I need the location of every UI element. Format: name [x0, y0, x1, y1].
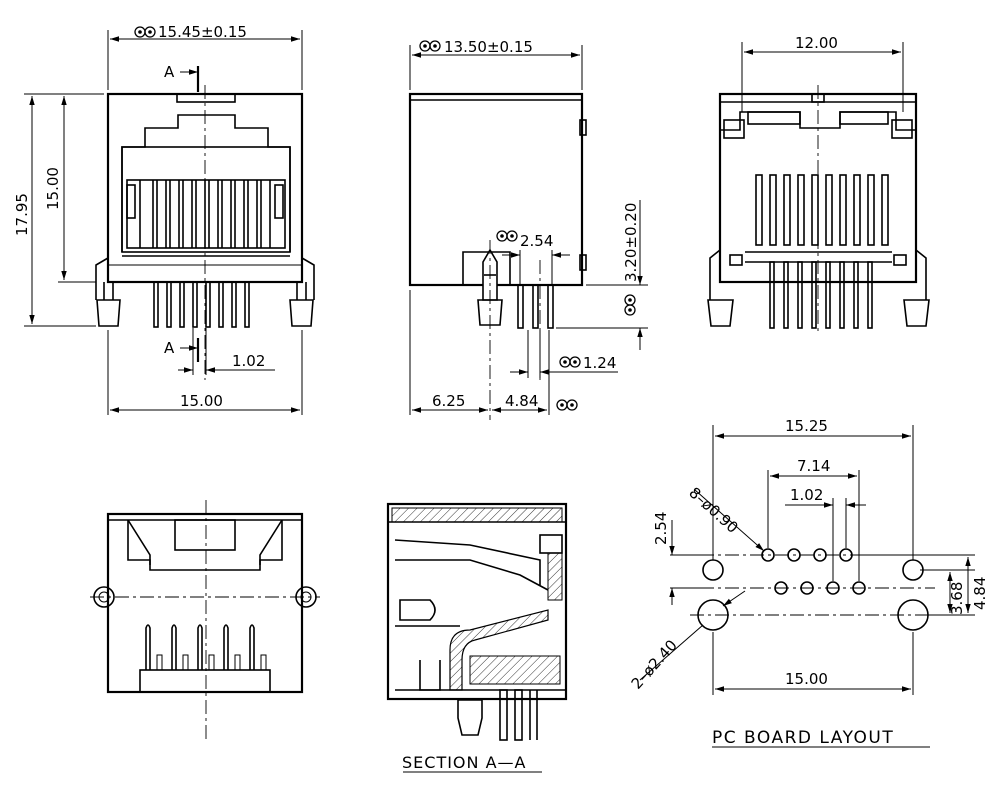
- back-slots: [755, 174, 889, 246]
- dim-pcb-row-spacing: 2.54: [652, 512, 700, 605]
- dim-back-width: 12.00: [741, 34, 904, 112]
- pcb-layout-title: PC BOARD LAYOUT: [712, 728, 894, 748]
- dim-front-width-text: 15.45±0.15: [158, 23, 247, 41]
- dim-pcb-row-spacing-text: 2.54: [652, 512, 670, 545]
- dim-side-depth-text: 13.50±0.15: [444, 38, 533, 56]
- front-pins: [153, 281, 250, 328]
- side-pins: [517, 284, 554, 329]
- back-view: 12.00: [707, 34, 930, 335]
- dim-pcb-overall-width: 15.25: [712, 417, 914, 560]
- dim-side-pin-offset-text: 1.24: [583, 354, 616, 372]
- bottom-view: [90, 500, 320, 740]
- dim-front-height-body: 15.00: [44, 96, 96, 283]
- dim-front-height-body-text: 15.00: [44, 167, 62, 210]
- section-marker-bottom: A: [164, 338, 200, 362]
- back-pins: [769, 261, 873, 329]
- dim-pcb-post-span-text: 15.00: [785, 670, 828, 688]
- front-view: A A 15.45±0.15 17.95 15.00: [13, 23, 315, 415]
- dim-front-pin-pitch-text: 1.02: [232, 352, 265, 370]
- side-post: [477, 248, 503, 326]
- pcb-pin-holes: [761, 548, 866, 595]
- dim-side-pin-row-offset-text: 4.84: [505, 392, 538, 410]
- dim-front-width: 15.45±0.15: [107, 23, 303, 90]
- dim-front-pin-pitch: 1.02: [178, 328, 275, 375]
- dim-pcb-post-to-row-text: 4.84: [971, 577, 989, 610]
- dim-pcb-post-row-offset-text: 3.68: [948, 582, 966, 615]
- dim-pcb-post-holes-text: 2–ø2.40: [628, 636, 681, 692]
- section-label-bottom: A: [164, 339, 175, 357]
- dim-pcb-row-span-text: 7.14: [797, 457, 830, 475]
- dim-pcb-row-span: 7.14: [767, 457, 860, 581]
- dim-side-post-offset-text: 6.25: [432, 392, 465, 410]
- section-label-top: A: [164, 63, 175, 81]
- dim-pcb-overall-width-text: 15.25: [785, 417, 828, 435]
- dim-side-pin-height: 3.20±0.20: [556, 200, 648, 350]
- dim-front-height-total: 17.95: [13, 93, 104, 327]
- dim-side-depth: 13.50±0.15: [409, 38, 583, 90]
- dim-pcb-post-holes: 2–ø2.40: [628, 590, 746, 693]
- dim-pcb-pin-pitch: 1.02: [785, 486, 866, 581]
- dim-pcb-pin-holes-text: 8–ø0.90: [685, 484, 741, 537]
- section-title: SECTION A—A: [402, 753, 526, 772]
- back-mounting-posts: [707, 249, 930, 327]
- dim-side-pin-pitch-text: 2.54: [520, 232, 553, 250]
- section-marker-top: A: [164, 63, 200, 92]
- front-contacts: [139, 180, 271, 248]
- dim-front-post-span-text: 15.00: [180, 392, 223, 410]
- side-body-outline: [408, 92, 587, 287]
- dim-front-post-span: 15.00: [107, 330, 303, 415]
- dim-pcb-post-span: 15.00: [712, 632, 914, 695]
- dim-side-pin-pitch: 2.54: [496, 230, 570, 285]
- pcb-layout: 15.25 7.14 1.02 8–ø0.90 2–ø2.40: [628, 417, 989, 748]
- section-view: SECTION A—A: [386, 502, 568, 773]
- dim-side-bottom: 6.25 4.84: [409, 290, 578, 415]
- dim-pcb-post-row-offset: 3.68 4.84: [860, 554, 989, 616]
- side-view: 13.50±0.15 2.54 3.20±0.20 1.24: [408, 38, 648, 420]
- dim-pcb-pin-pitch-text: 1.02: [790, 486, 823, 504]
- dim-side-pin-height-text: 3.20±0.20: [622, 203, 640, 282]
- dim-pcb-pin-holes: 8–ø0.90: [685, 484, 765, 552]
- dim-side-pin-offset: 1.24: [510, 330, 618, 378]
- dim-front-height-total-text: 17.95: [13, 193, 31, 236]
- front-mounting-posts: [95, 257, 315, 327]
- bottom-view-contacts: [145, 624, 267, 671]
- dim-back-width-text: 12.00: [795, 34, 838, 52]
- pcb-post-holes: [697, 559, 929, 631]
